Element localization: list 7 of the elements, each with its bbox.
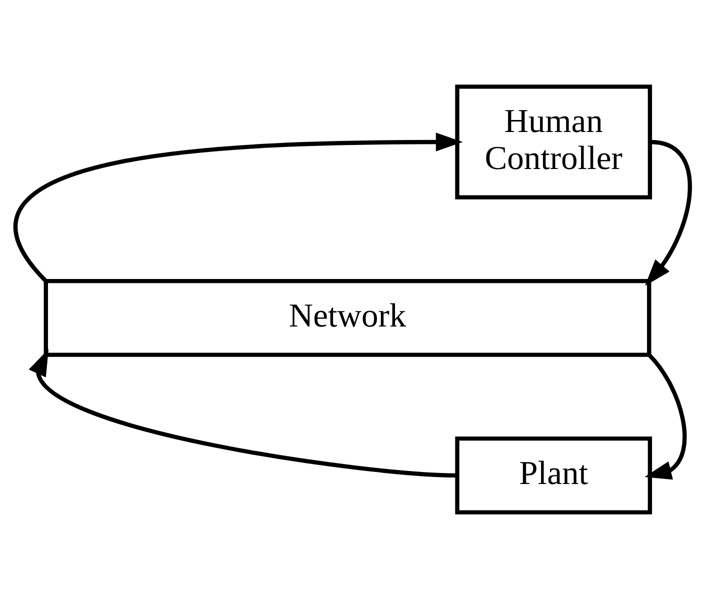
node-box: Network (44, 278, 652, 357)
arrow (644, 140, 692, 286)
arrow (14, 132, 463, 282)
node-box: Plant (455, 436, 652, 514)
node-box: Human Controller (455, 84, 652, 200)
arrow (644, 353, 687, 480)
arrow (28, 349, 456, 478)
